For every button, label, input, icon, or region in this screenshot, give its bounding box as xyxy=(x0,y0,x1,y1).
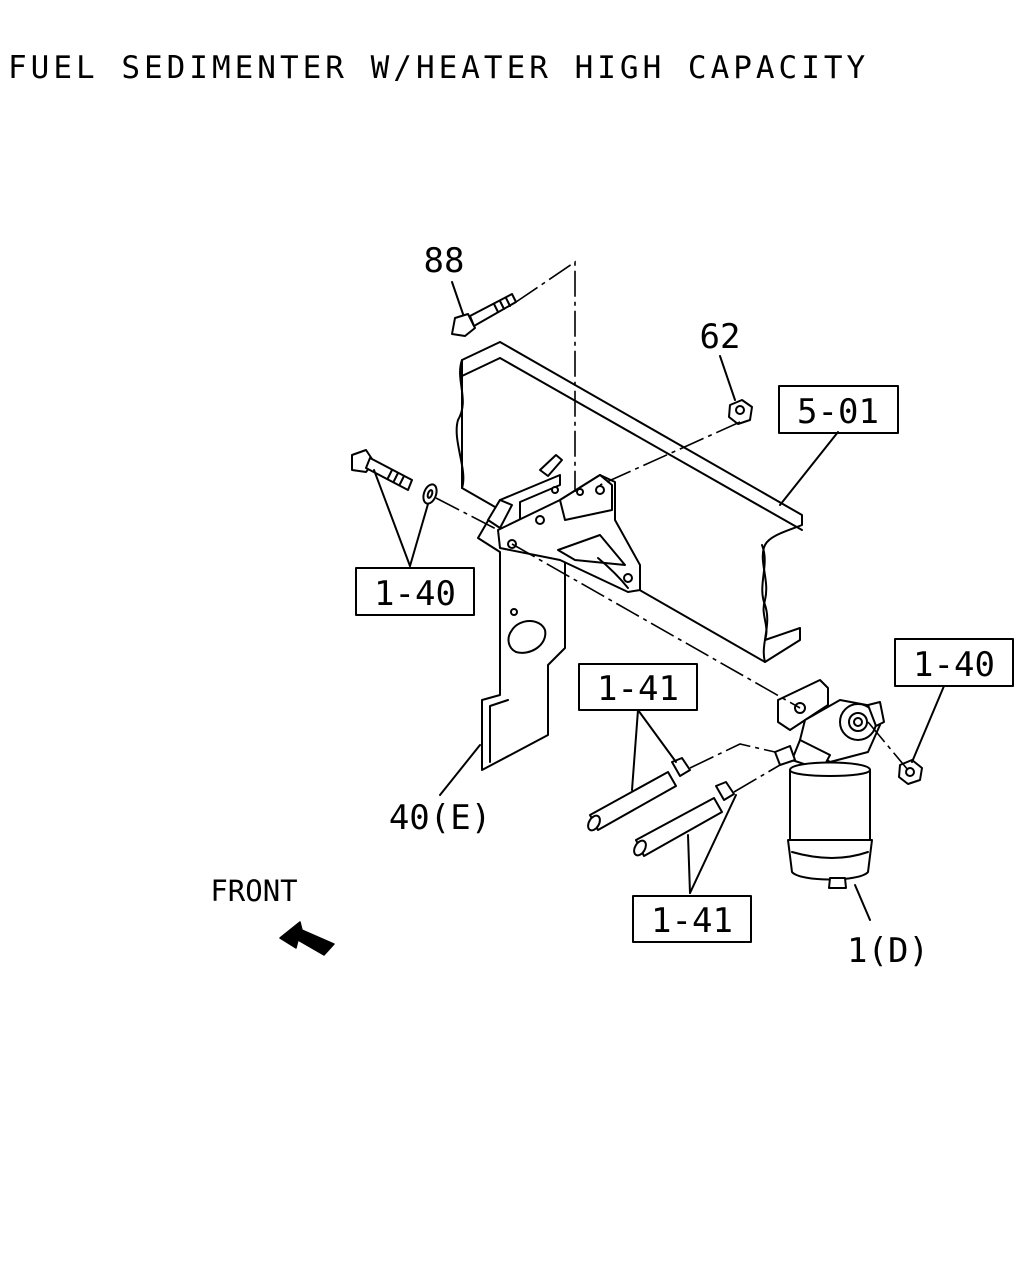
callout-62: 62 xyxy=(700,317,741,357)
callout-141-bottom: 1-41 xyxy=(651,901,733,941)
callout-141-top: 1-41 xyxy=(597,669,679,709)
bolt-washer-left xyxy=(351,449,438,505)
diagram-title: FUEL SEDIMENTER W/HEATER HIGH CAPACITY xyxy=(8,50,870,86)
callout-140-right: 1-40 xyxy=(913,645,995,685)
front-label: FRONT xyxy=(210,874,297,908)
callout-40e: 40(E) xyxy=(389,798,491,838)
bolt-88 xyxy=(451,293,517,337)
nut-62 xyxy=(728,399,753,425)
frame-rail xyxy=(455,341,803,663)
fuel-sedimenter xyxy=(774,679,885,889)
assembly-lines xyxy=(435,260,909,793)
callout-1d: 1(D) xyxy=(847,931,929,971)
callout-box-140-right xyxy=(894,638,1014,687)
callout-box-501 xyxy=(778,385,899,434)
mounting-bracket xyxy=(497,474,641,593)
callout-box-141-bottom xyxy=(632,895,752,943)
callout-box-140-left xyxy=(355,567,475,616)
callout-88: 88 xyxy=(424,241,465,281)
fuel-hoses xyxy=(587,757,735,857)
callout-140-left: 1-40 xyxy=(374,574,456,614)
arrow-icon xyxy=(279,921,335,956)
callout-501: 5-01 xyxy=(797,392,879,432)
leader-lines xyxy=(373,281,945,921)
callout-box-141-top xyxy=(578,663,698,711)
